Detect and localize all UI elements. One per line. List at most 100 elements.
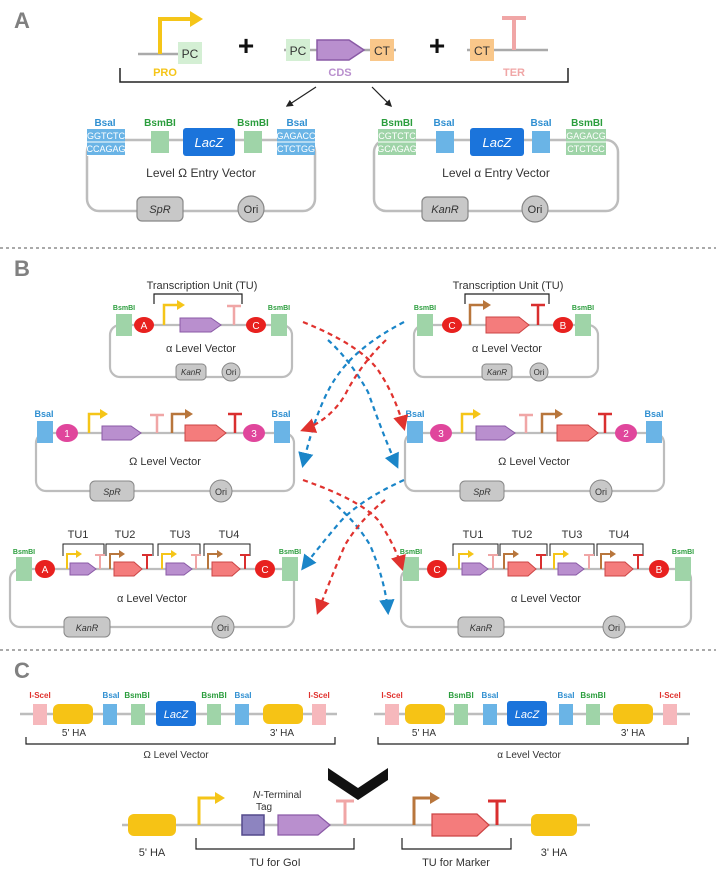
b-omega-vector-left: BsaI BsaI 1 3 Ω Level Vector SpR Ori [34,409,296,503]
ter-ct-label: CT [474,44,491,58]
ha-5-label: 5' HA [412,728,436,739]
bsmbi-label: BsmBI [279,549,301,556]
tag-box [241,814,265,836]
c-omega-vector-label: Ω Level Vector [143,750,209,761]
cds-part: PC CT CDS [284,39,396,79]
bsai-label: BsaI [103,691,120,700]
omega-lacz-label: LacZ [195,135,225,150]
cds-pc-label: PC [290,44,307,58]
bsai-label: BsaI [644,409,663,419]
final-construct: 5' HA N-Terminal Tag 3' HA TU for GoI TU… [122,790,590,869]
site-a-label: A [42,565,49,576]
c-alpha-lacz-label: LacZ [515,709,541,721]
isce1-label: I-SceI [381,691,402,700]
c-alpha-vector-label: α Level Vector [497,750,561,761]
tu4-label: TU4 [219,529,240,541]
alpha-bsmbi-right-label: BsmBI [571,118,603,129]
isce1-label: I-SceI [659,691,680,700]
alpha-vector-label: α Level Vector [117,593,187,605]
pro-label: PRO [153,67,177,79]
tu2-label: TU2 [512,529,533,541]
tag-line2-label: Tag [256,802,272,813]
tag-n-text: N [253,790,261,801]
site-3-label: 3 [438,429,444,440]
alpha-entry-vector-label: Level α Entry Vector [442,166,550,180]
ter-part: CT TER [467,16,548,79]
alpha-entry-vector: BsmBI BsaI BsaI BsmBI CGTCTC GCAGAG LacZ… [372,118,620,223]
tag-suffix-text: -Terminal [260,790,301,801]
omega-bsmbi-left-label: BsmBI [144,118,176,129]
spr-label: SpR [103,487,121,497]
final-ha-3-label: 3' HA [541,847,568,859]
bsmbi-label: BsmBI [201,691,226,700]
plus-sign-2: + [429,30,445,61]
alpha-bsai-right-label: BsaI [530,118,551,129]
ori-label: Ori [217,623,229,633]
site-2-label: 2 [623,429,629,440]
site-c-label: C [252,321,259,332]
site-c-label: C [433,565,440,576]
promoter-arrow-icon [158,17,192,54]
cds-label: CDS [328,67,351,79]
kanr-label: KanR [181,368,201,377]
kanr-label: KanR [76,623,99,633]
omega-lacz-box [183,128,235,156]
section-b-label: B [14,256,30,281]
bsmbi-label: BsmBI [400,549,422,556]
bsmbi-label: BsmBI [572,305,594,312]
alpha-ori-label: Ori [528,204,543,216]
site-1-label: 1 [64,429,70,440]
bsmbi-label: BsmBI [414,305,436,312]
bsmbi-label: BsmBI [580,691,605,700]
tu-label-left: Transcription Unit (TU) [147,280,258,292]
alpha-bsai-left-label: BsaI [433,118,454,129]
omega-bsai-right-label: BsaI [286,118,307,129]
tu2-label: TU2 [115,529,136,541]
omega-vector-label: Ω Level Vector [498,456,570,468]
omega-bsmbi-right-label: BsmBI [237,118,269,129]
omega-spr-label: SpR [149,204,170,216]
c-alpha-level-vector: I-SceI BsmBI BsaI BsaI BsmBI I-SceI LacZ… [374,691,690,761]
bsmbi-label: BsmBI [268,305,290,312]
ori-label: Ori [226,368,237,377]
bsai-label: BsaI [34,409,53,419]
omega-left-top-seq: GGTCTC [87,131,125,141]
pro-part: PC PRO [138,11,203,79]
bsmbi-label: BsmBI [448,691,473,700]
alpha-lacz-label: LacZ [483,135,513,150]
site-b-label: B [560,321,567,332]
bsai-label: BsaI [558,691,575,700]
tu1-label: TU1 [68,529,89,541]
omega-vector-label: Ω Level Vector [129,456,201,468]
alpha-kanr-label: KanR [431,204,459,216]
site-b-label: B [656,565,663,576]
bsmbi-label: BsmBI [13,549,35,556]
b-alpha-4tu-vector-left: BsmBI BsmBI A TU1 TU2 TU3 TU4 C α Level … [8,529,301,639]
site-c-label: C [448,321,455,332]
chevron-down-icon [328,768,388,800]
tu1-label: TU1 [463,529,484,541]
bsai-label: BsaI [405,409,424,419]
omega-entry-vector: BsaI BsmBI BsmBI BsaI GGTCTC CCAGAG LacZ… [85,118,317,223]
b-alpha-4tu-vector-right: BsmBI BsmBI C TU1 TU2 TU3 TU4 B α Level … [399,529,694,639]
omega-entry-vector-label: Level Ω Entry Vector [146,166,256,180]
tu-label-right: Transcription Unit (TU) [453,280,564,292]
tu4-label: TU4 [609,529,630,541]
alpha-bsmbi-left-label: BsmBI [381,118,413,129]
omega-right-top-seq: GAGACC [276,131,316,141]
bsai-label: BsaI [271,409,290,419]
final-ha-5-label: 5' HA [139,847,166,859]
tu-goi-label: TU for GoI [249,857,300,869]
ori-label: Ori [215,487,227,497]
tu3-label: TU3 [562,529,583,541]
section-c-label: C [14,658,30,683]
site-3-label: 3 [251,429,257,440]
alpha-vector-label: α Level Vector [166,343,236,355]
ha-3-label: 3' HA [270,728,294,739]
cds-arrow-icon [316,39,366,61]
tu3-label: TU3 [170,529,191,541]
ter-label: TER [503,67,525,79]
ori-label: Ori [595,487,607,497]
kanr-label: KanR [487,368,507,377]
